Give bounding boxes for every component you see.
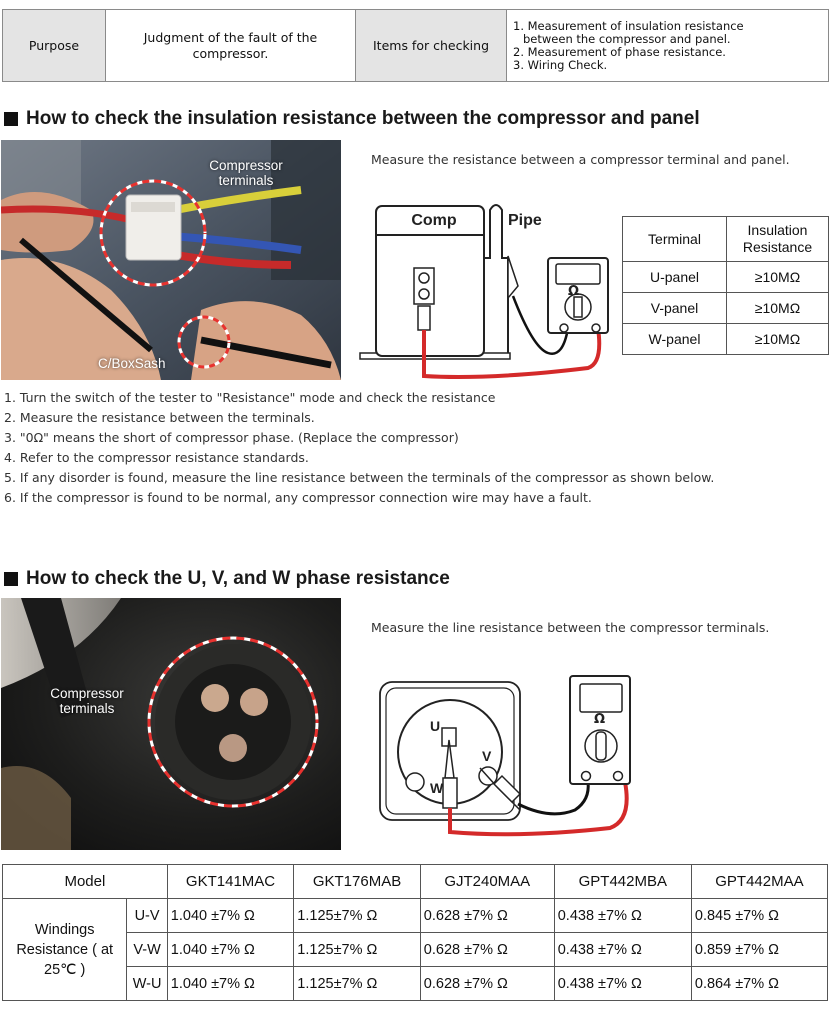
step-item: 1. Turn the switch of the tester to "Res… bbox=[4, 390, 496, 405]
table-row: V-W 1.040 ±7% Ω 1.125±7% Ω 0.628 ±7% Ω 0… bbox=[3, 932, 829, 967]
resistance-cell: 0.628 ±7% Ω bbox=[419, 932, 555, 967]
model-header: GKT141MAC bbox=[166, 864, 295, 899]
photo-caption-compressor-terminals: Compressor terminals bbox=[209, 158, 283, 188]
model-header: GJT240MAA bbox=[419, 864, 555, 899]
section2-heading: How to check the U, V, and W phase resis… bbox=[4, 568, 450, 590]
resistance-cell: 0.438 ±7% Ω bbox=[553, 966, 692, 1001]
resistance-cell: 0.628 ±7% Ω bbox=[419, 966, 555, 1001]
procedure-steps: 1. Turn the switch of the tester to "Res… bbox=[4, 388, 824, 508]
insulation-cell: U-panel bbox=[622, 261, 727, 293]
table-row: W-panel ≥10MΩ bbox=[622, 323, 829, 355]
ohm-symbol: Ω bbox=[568, 284, 580, 299]
table-header-row: Model GKT141MAC GKT176MAB GJT240MAA GPT4… bbox=[2, 864, 829, 899]
resistance-cell: 0.864 ±7% Ω bbox=[690, 966, 829, 1001]
resistance-cell: 0.628 ±7% Ω bbox=[419, 898, 555, 933]
items-line: between the compressor and panel. bbox=[523, 31, 731, 46]
table-row: Windings Resistance ( at 25℃ ) U-V 1.040… bbox=[1, 898, 829, 1001]
resistance-cell: 1.040 ±7% Ω bbox=[166, 932, 295, 967]
resistance-cell: 0.859 ±7% Ω bbox=[690, 932, 829, 967]
resistance-cell: 1.125±7% Ω bbox=[293, 898, 421, 933]
items-line: 2. Measurement of phase resistance. bbox=[513, 44, 726, 59]
step-item: 4. Refer to the compressor resistance st… bbox=[4, 450, 309, 465]
terminal-w-label: W bbox=[430, 780, 444, 796]
section1-heading: How to check the insulation resistance b… bbox=[4, 108, 700, 130]
resistance-cell: 0.438 ±7% Ω bbox=[553, 932, 692, 967]
header-table: Purpose Judgment of the fault of the com… bbox=[2, 9, 829, 82]
resistance-cell: 1.040 ±7% Ω bbox=[166, 966, 295, 1001]
insulation-test-diagram: Comp Pipe Ω bbox=[358, 198, 613, 383]
insulation-cell: W-panel bbox=[622, 323, 727, 355]
model-header: GPT442MAA bbox=[690, 864, 829, 899]
section1-title: How to check the insulation resistance b… bbox=[26, 108, 700, 129]
resistance-cell: 0.845 ±7% Ω bbox=[690, 898, 829, 933]
resistance-cell: 0.438 ±7% Ω bbox=[553, 898, 692, 933]
model-label: Model bbox=[2, 864, 168, 899]
resistance-cell: 1.125±7% Ω bbox=[293, 932, 421, 967]
insulation-cell: V-panel bbox=[622, 292, 727, 324]
square-bullet-icon bbox=[4, 112, 18, 126]
table-row: U-panel ≥10MΩ bbox=[622, 261, 829, 293]
step-item: 6. If the compressor is found to be norm… bbox=[4, 490, 592, 505]
step-item: 5. If any disorder is found, measure the… bbox=[4, 470, 715, 485]
items-line: 1. Measurement of insulation resistance bbox=[513, 18, 744, 33]
insulation-cell: ≥10MΩ bbox=[726, 261, 829, 293]
section2-description: Measure the line resistance between the … bbox=[371, 620, 770, 635]
terminal-v-label: V bbox=[482, 748, 492, 764]
photo-caption-cbox-sash: C/BoxSash bbox=[98, 356, 166, 371]
insulation-cell: ≥10MΩ bbox=[726, 323, 829, 355]
step-item: 3. "0Ω" means the short of compressor ph… bbox=[4, 430, 459, 445]
pipe-label: Pipe bbox=[508, 212, 542, 229]
purpose-label: Purpose bbox=[2, 9, 106, 82]
square-bullet-icon bbox=[4, 572, 18, 586]
phase-resistance-diagram: U V W Ω bbox=[370, 670, 660, 840]
insulation-resistance-table: Terminal Insulation Resistance U-panel ≥… bbox=[622, 216, 829, 355]
step-item: 2. Measure the resistance between the te… bbox=[4, 410, 315, 425]
phase-label: V-W bbox=[126, 932, 168, 967]
phase-label: W-U bbox=[126, 966, 168, 1001]
comp-label: Comp bbox=[411, 212, 457, 229]
items-line: 3. Wiring Check. bbox=[513, 57, 608, 72]
phase-label: U-V bbox=[126, 898, 168, 933]
section1-description: Measure the resistance between a compres… bbox=[371, 152, 790, 167]
model-header: GPT442MBA bbox=[553, 864, 692, 899]
model-header: GKT176MAB bbox=[293, 864, 421, 899]
photo-caption-compressor-terminals-2: Compressor terminals bbox=[50, 686, 124, 716]
compressor-terminal-closeup-photo: Compressor terminals bbox=[1, 598, 341, 850]
insulation-cell: ≥10MΩ bbox=[726, 292, 829, 324]
insulation-header-resistance: Insulation Resistance bbox=[726, 216, 829, 262]
compressor-terminals-photo: Compressor terminals C/BoxSash bbox=[1, 140, 341, 380]
insulation-header-terminal: Terminal bbox=[622, 216, 727, 262]
windings-row-label: Windings Resistance ( at 25℃ ) bbox=[1, 898, 128, 1001]
table-row: V-panel ≥10MΩ bbox=[622, 292, 829, 324]
items-label: Items for checking bbox=[355, 9, 507, 82]
resistance-cell: 1.125±7% Ω bbox=[293, 966, 421, 1001]
terminal-u-label: U bbox=[430, 718, 441, 734]
windings-resistance-table: Model GKT141MAC GKT176MAB GJT240MAA GPT4… bbox=[1, 864, 829, 1001]
resistance-cell: 1.040 ±7% Ω bbox=[166, 898, 295, 933]
table-row: W-U 1.040 ±7% Ω 1.125±7% Ω 0.628 ±7% Ω 0… bbox=[3, 966, 829, 1001]
ohm-symbol: Ω bbox=[594, 712, 606, 727]
section2-title: How to check the U, V, and W phase resis… bbox=[26, 568, 450, 589]
items-list: 1. Measurement of insulation resistance … bbox=[506, 9, 829, 82]
purpose-value: Judgment of the fault of the compressor. bbox=[105, 9, 356, 82]
